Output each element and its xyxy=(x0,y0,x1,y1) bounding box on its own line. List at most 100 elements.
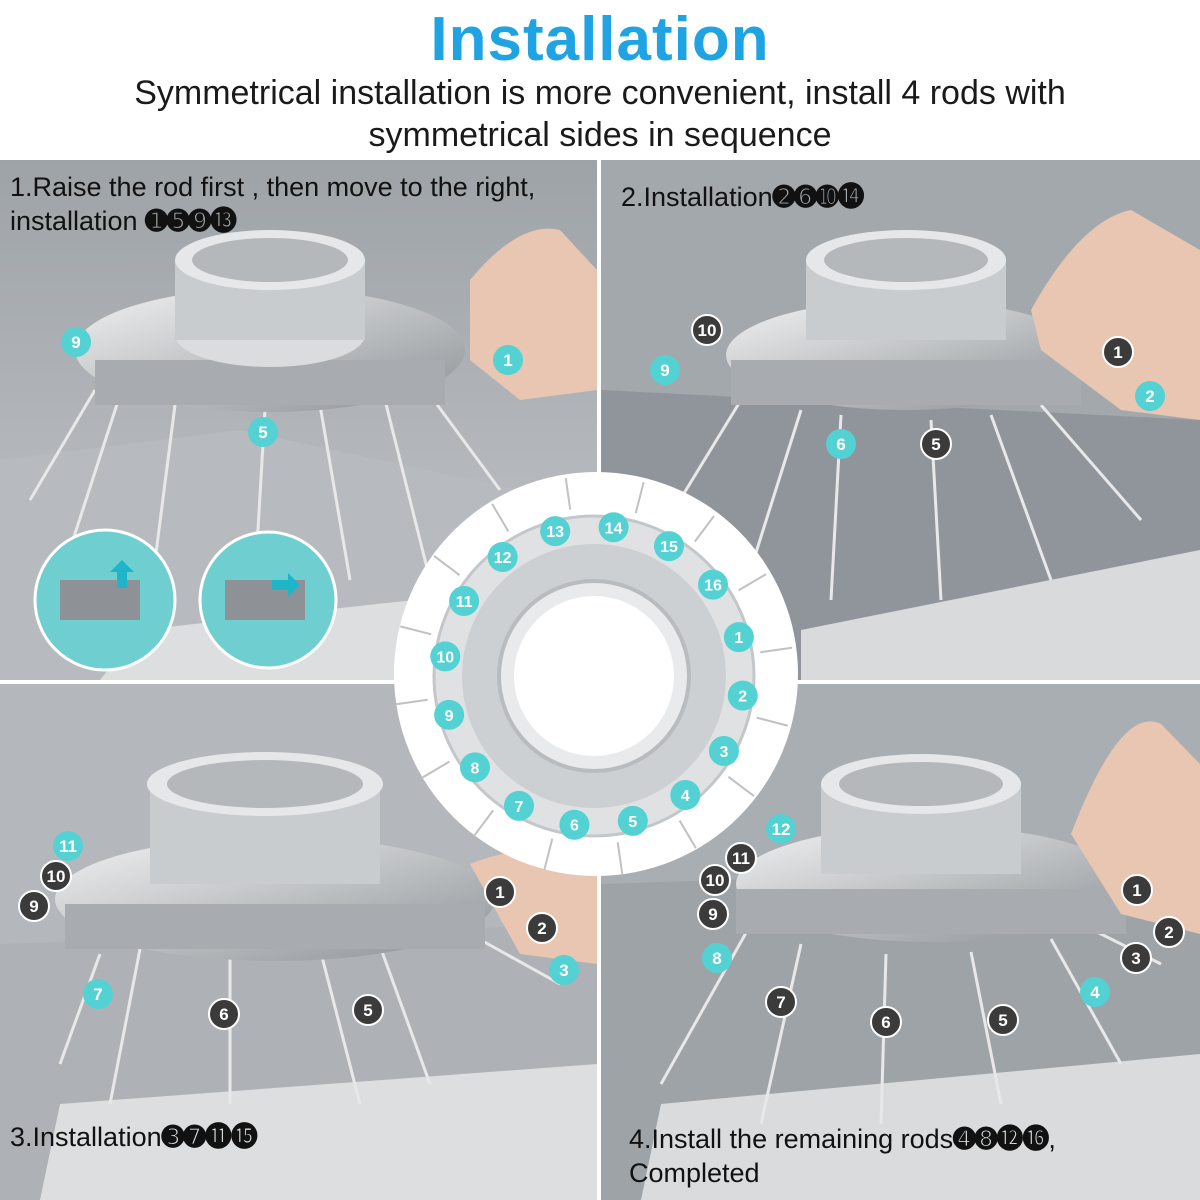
svg-text:1: 1 xyxy=(1113,343,1122,362)
step-1-text-line2: installation xyxy=(10,206,146,236)
step-1-text: 1.Raise the rod first , then move to the… xyxy=(10,172,536,202)
step-3-illustration: 11 10 9 1 2 3 7 6 5 xyxy=(0,684,597,1200)
ring-number-4: 4 xyxy=(681,788,690,805)
ring-divider xyxy=(543,838,554,870)
ring-number-10: 10 xyxy=(436,649,454,666)
ring-number-9: 9 xyxy=(445,708,454,725)
ring-badge-14 xyxy=(598,512,629,543)
step-1-illustration: 9 1 5 xyxy=(0,160,597,680)
step-4-rod-numbers: ➍➑⓬⓰ xyxy=(953,1124,1049,1154)
ring-divider xyxy=(491,503,510,532)
ring-number-8: 8 xyxy=(471,760,480,777)
ring-badge-2 xyxy=(727,680,758,711)
svg-text:5: 5 xyxy=(998,1011,1007,1030)
svg-text:10: 10 xyxy=(706,871,725,890)
step-2-rod-numbers: ➋➏➓⓮ xyxy=(772,182,865,212)
ring-divider xyxy=(433,555,461,576)
ring-badge-13 xyxy=(540,516,571,547)
step-4-comma: , xyxy=(1048,1124,1056,1154)
ring-badge-3 xyxy=(708,736,739,766)
step-4-text-line2: Completed xyxy=(629,1158,760,1188)
ring-number-15: 15 xyxy=(660,539,678,556)
step-1-caption: 1.Raise the rod first , then move to the… xyxy=(10,170,595,238)
ring-number-12: 12 xyxy=(494,550,512,567)
ring-divider xyxy=(616,842,624,875)
ring-number-13: 13 xyxy=(546,524,564,541)
svg-text:1: 1 xyxy=(495,883,504,902)
ring-divider xyxy=(473,809,494,837)
svg-text:11: 11 xyxy=(59,837,77,856)
ring-badge-5 xyxy=(617,805,648,836)
step-4-illustration: 12 11 10 9 8 1 2 3 4 7 6 5 xyxy=(601,684,1200,1200)
ring-divider xyxy=(727,776,755,797)
svg-text:6: 6 xyxy=(881,1013,890,1032)
page-subtitle: Symmetrical installation is more conveni… xyxy=(134,74,1066,154)
rod-label-5: 5 xyxy=(258,423,267,442)
svg-text:1: 1 xyxy=(1132,881,1141,900)
step-1-panel: 9 1 5 1.Raise the rod first , then move … xyxy=(0,160,597,680)
ring-divider xyxy=(694,515,715,543)
ring-badge-7 xyxy=(504,790,534,821)
svg-text:9: 9 xyxy=(708,905,717,924)
ring-badge-12 xyxy=(487,541,518,572)
ring-badge-8 xyxy=(459,752,490,783)
svg-text:10: 10 xyxy=(47,867,66,886)
step-1-rod-numbers: ➊➎➒⓭ xyxy=(145,206,237,236)
rod-label-9: 9 xyxy=(71,333,80,352)
ring-divider xyxy=(634,482,645,514)
svg-text:7: 7 xyxy=(776,993,785,1012)
ring-number-5: 5 xyxy=(628,814,637,831)
step-2-text: 2.Installation xyxy=(621,182,773,212)
ring-divider xyxy=(395,698,428,706)
svg-text:8: 8 xyxy=(712,949,721,968)
ring-divider xyxy=(678,820,697,849)
svg-text:12: 12 xyxy=(772,820,791,839)
svg-text:5: 5 xyxy=(363,1001,372,1020)
ring-badge-9 xyxy=(434,699,465,730)
svg-text:11: 11 xyxy=(732,849,750,868)
step-4-text: 4.Install the remaining rods xyxy=(629,1124,954,1154)
ring-number-6: 6 xyxy=(570,818,579,835)
rod-label-1: 1 xyxy=(503,351,512,370)
svg-text:2: 2 xyxy=(537,919,546,938)
svg-text:2: 2 xyxy=(1145,387,1154,406)
ring-badge-6 xyxy=(559,809,590,840)
ring-badge-11 xyxy=(449,586,480,616)
svg-text:9: 9 xyxy=(660,361,669,380)
ring-divider xyxy=(400,625,432,636)
ring-divider xyxy=(760,646,793,654)
svg-text:3: 3 xyxy=(1131,949,1140,968)
svg-text:10: 10 xyxy=(698,321,717,340)
ring-number-7: 7 xyxy=(515,799,524,816)
ring-divider xyxy=(738,573,767,592)
ring-badge-4 xyxy=(670,780,701,811)
ring-badge-15 xyxy=(654,531,684,562)
svg-text:3: 3 xyxy=(559,961,568,980)
svg-text:4: 4 xyxy=(1090,983,1100,1002)
ring-number-2: 2 xyxy=(738,689,747,706)
svg-text:2: 2 xyxy=(1164,923,1173,942)
svg-text:9: 9 xyxy=(29,897,38,916)
page-title: Installation xyxy=(430,5,770,74)
ring-badge-16 xyxy=(698,569,729,600)
step-3-text: 3.Installation xyxy=(10,1122,162,1152)
ring-number-3: 3 xyxy=(719,744,728,761)
ring-badge-1 xyxy=(723,622,754,653)
ring-divider xyxy=(421,760,450,779)
ring-divider xyxy=(756,716,788,727)
step-3-rod-numbers: ➌➐⓫⓯ xyxy=(161,1122,258,1152)
svg-text:6: 6 xyxy=(836,435,845,454)
svg-text:6: 6 xyxy=(219,1005,228,1024)
svg-text:7: 7 xyxy=(93,985,102,1004)
step-2-caption: 2.Installation➋➏➓⓮ xyxy=(621,180,865,214)
svg-text:5: 5 xyxy=(931,435,940,454)
step-3-caption: 3.Installation➌➐⓫⓯ xyxy=(10,1120,258,1154)
ring-number-16: 16 xyxy=(704,578,722,595)
step-4-caption: 4.Install the remaining rods➍➑⓬⓰, Comple… xyxy=(629,1122,1189,1190)
ring-number-1: 1 xyxy=(734,630,743,647)
ring-number-11: 11 xyxy=(456,594,473,611)
ring-number-14: 14 xyxy=(605,520,623,537)
ring-divider xyxy=(564,477,572,510)
